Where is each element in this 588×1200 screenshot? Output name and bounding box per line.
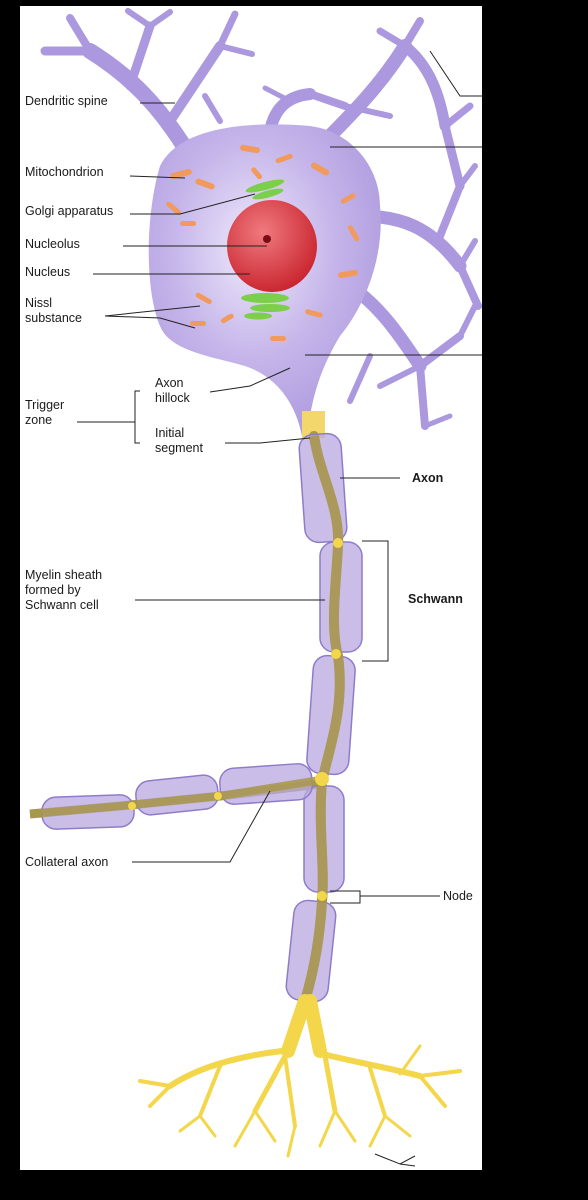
label-mitochondrion: Mitochondrion — [25, 165, 104, 179]
label-myelin-line1: Myelin sheath — [25, 568, 103, 582]
nucleus — [227, 200, 317, 292]
label-nissl-line1: Nissl — [25, 296, 53, 310]
label-myelin-line3: Schwann cell — [25, 598, 99, 612]
myelin-sheath — [41, 432, 363, 1003]
label-initial-line1: Initial — [155, 426, 185, 440]
mitochondria — [166, 144, 360, 341]
label-nucleolus: Nucleolus — [25, 237, 80, 251]
leader-lines — [77, 50, 482, 1167]
label-nucleus: Nucleus — [25, 265, 71, 279]
axon-hillock — [302, 411, 325, 438]
label-trigger-line1: Trigger — [25, 398, 65, 412]
axon-terminals — [138, 994, 462, 1158]
label-golgi-apparatus: Golgi apparatus — [25, 204, 114, 218]
nucleolus — [263, 235, 271, 243]
label-dendritic-spine: Dendritic spine — [25, 94, 108, 108]
label-initial-line2: segment — [155, 441, 203, 455]
label-myelin-line2: formed by — [25, 583, 81, 597]
collateral-through-myelin — [29, 776, 321, 818]
diagram-panel: Dendritic spine Mitochondrion Golgi appa… — [20, 6, 482, 1170]
golgi-apparatus — [241, 179, 290, 320]
neuron-diagram — [29, 8, 482, 1167]
label-trigger-line2: zone — [25, 413, 53, 427]
label-hillock-line1: Axon — [155, 376, 184, 390]
label-collateral-axon: Collateral axon — [25, 855, 109, 869]
label-nissl-line2: substance — [25, 311, 82, 325]
label-node: Node — [443, 889, 473, 903]
nodes-of-ranvier — [128, 538, 343, 901]
label-hillock-line2: hillock — [155, 391, 190, 405]
label-axon: Axon — [412, 471, 444, 485]
label-schwann: Schwann — [408, 592, 463, 606]
axon-through-myelin — [300, 435, 345, 1003]
